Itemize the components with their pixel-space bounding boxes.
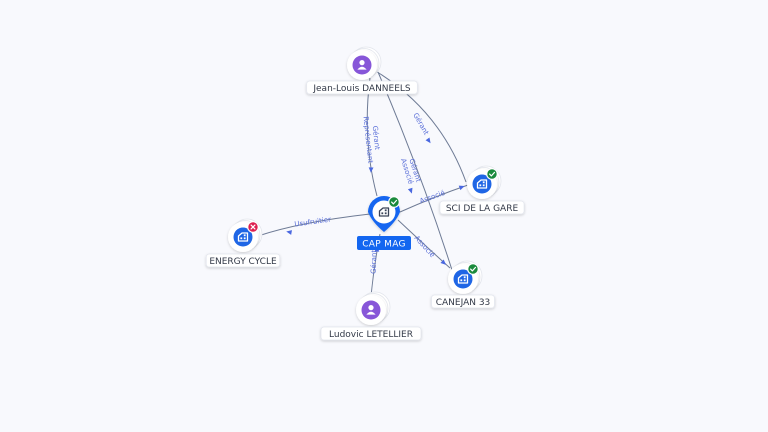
edge-arrow-icon xyxy=(368,167,374,173)
node-canejan[interactable]: CANEJAN 33 xyxy=(431,260,495,309)
node-sci-gare[interactable]: SCI DE LA GARE xyxy=(439,165,525,215)
edge-cap_mag-energy_cycle: Usufruitier xyxy=(257,213,371,237)
center-label-text: CAP MAG xyxy=(362,240,406,250)
company-building-icon xyxy=(237,232,249,242)
node-jean-louis[interactable]: Jean-Louis DANNEELS xyxy=(306,46,418,95)
node-label-text: CANEJAN 33 xyxy=(436,298,491,308)
edge-label: Associé xyxy=(413,234,437,259)
node-label-text: SCI DE LA GARE xyxy=(446,204,519,214)
edge-arrow-icon xyxy=(458,185,465,191)
node-label: CANEJAN 33 xyxy=(431,294,495,309)
company-building-icon xyxy=(378,207,390,217)
edge-line xyxy=(397,219,451,269)
node-label-text: Jean-Louis DANNEELS xyxy=(312,84,411,94)
status-active-check-icon xyxy=(467,263,479,275)
edge-label: Usufruitier xyxy=(294,215,332,228)
node-label: ENERGY CYCLE xyxy=(205,253,281,268)
edge-label: Gérant xyxy=(371,125,381,150)
company-building-icon xyxy=(476,179,488,189)
node-label-text: ENERGY CYCLE xyxy=(209,257,277,267)
edge-arrow-icon xyxy=(286,230,292,235)
edge-label: Gérant xyxy=(370,250,379,275)
status-active-check-icon xyxy=(486,168,498,180)
status-closed-cross-icon xyxy=(247,221,259,233)
node-label-text: Ludovic LETELLIER xyxy=(329,330,413,340)
node-label: Ludovic LETELLIER xyxy=(320,326,422,341)
edge-line xyxy=(257,213,371,237)
center-label: CAP MAG xyxy=(357,236,411,250)
edge-line xyxy=(377,71,453,271)
edge-arrow-icon xyxy=(407,187,413,194)
status-active-check-icon xyxy=(388,196,400,208)
node-energy-cycle[interactable]: ENERGY CYCLE xyxy=(205,218,281,268)
edge-line xyxy=(373,69,467,183)
edge-arrow-icon xyxy=(440,259,447,265)
node-label: SCI DE LA GARE xyxy=(439,200,525,215)
node-label: Jean-Louis DANNEELS xyxy=(306,80,418,95)
edge-arrow-icon xyxy=(425,137,431,144)
person-icon xyxy=(357,60,367,70)
company-building-icon xyxy=(457,274,469,284)
node-cap-mag-center[interactable]: CAP MAG xyxy=(357,196,411,250)
edge-label: Représentant xyxy=(362,116,375,164)
node-ludovic[interactable]: Ludovic LETELLIER xyxy=(320,291,422,341)
person-icon xyxy=(366,305,376,315)
